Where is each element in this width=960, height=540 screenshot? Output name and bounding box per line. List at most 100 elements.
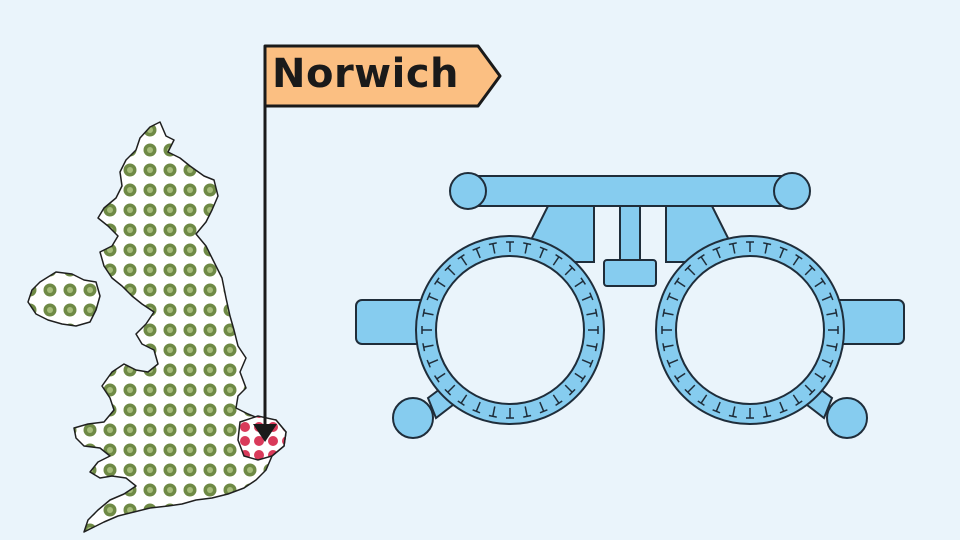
lens-tick-cap <box>422 308 426 317</box>
lens-tick-cap <box>763 414 772 418</box>
lens-tick-cap <box>728 242 737 246</box>
lens-tick <box>715 401 721 412</box>
pin-arrow-icon <box>253 424 277 442</box>
northern-ireland-shape <box>27 271 101 327</box>
lens-tick <box>436 280 446 288</box>
lens-tick <box>423 344 434 348</box>
lens-tick-cap <box>457 400 465 407</box>
lens-tick <box>764 243 768 254</box>
lens-tick <box>460 394 468 404</box>
top-bar <box>465 175 793 207</box>
lens-scale-ticks <box>421 241 839 419</box>
lens-tick <box>447 267 456 276</box>
lens-tick-cap <box>795 253 803 260</box>
right-lens-opening <box>675 255 825 405</box>
top-right-knob <box>773 172 811 210</box>
lens-tick-cap <box>555 400 563 407</box>
lens-tick <box>581 295 592 301</box>
lens-tick-cap <box>426 292 431 301</box>
lens-tick-cap <box>589 359 594 368</box>
lens-tick-cap <box>568 388 576 396</box>
trial-frame-glasses <box>355 172 905 439</box>
lens-tick-cap <box>684 388 692 396</box>
lens-tick-cap <box>555 253 563 260</box>
lens-tick-cap <box>444 264 452 272</box>
lens-tick-cap <box>539 409 548 414</box>
lens-tick <box>668 295 679 301</box>
lens-tick-cap <box>666 359 671 368</box>
lens-tick-cap <box>779 246 788 251</box>
lens-tick-cap <box>673 277 680 285</box>
lens-tick <box>668 359 679 365</box>
lens-tick-cap <box>539 246 548 251</box>
lens-tick-cap <box>589 292 594 301</box>
lens-tick-cap <box>523 242 532 246</box>
lens-tick <box>804 267 813 276</box>
lens-tick-cap <box>673 375 680 383</box>
lens-tick <box>428 295 439 301</box>
lens-tick-cap <box>488 242 497 246</box>
uk-map <box>27 121 287 533</box>
lens-tick <box>821 295 832 301</box>
lens-tick-cap <box>779 409 788 414</box>
lens-tick-cap <box>795 400 803 407</box>
lens-tick-cap <box>712 409 721 414</box>
lens-tick-cap <box>834 308 838 317</box>
lens-tick <box>475 248 481 259</box>
lens-tick <box>764 406 768 417</box>
lens-tick-cap <box>834 343 838 352</box>
lens-tick-cap <box>472 409 481 414</box>
lens-tick-cap <box>457 253 465 260</box>
lens-tick <box>460 256 468 266</box>
lens-tick <box>552 394 560 404</box>
lens-tick-cap <box>433 375 440 383</box>
lens-tick-cap <box>594 343 598 352</box>
lens-tick-cap <box>523 414 532 418</box>
norfolk-highlight <box>237 415 287 461</box>
lens-tick-cap <box>808 264 816 272</box>
lens-tick-cap <box>580 277 587 285</box>
lens-tick <box>814 372 824 380</box>
lens-tick <box>732 406 736 417</box>
lens-tick-cap <box>820 375 827 383</box>
lens-tick <box>779 248 785 259</box>
lens-tick <box>715 248 721 259</box>
top-left-knob <box>449 172 487 210</box>
lens-tick-cap <box>829 292 834 301</box>
lens-tick <box>700 394 708 404</box>
lens-tick-cap <box>728 414 737 418</box>
lens-tick <box>423 312 434 316</box>
lens-tick <box>492 406 496 417</box>
location-flag <box>263 44 502 108</box>
lens-tick <box>676 280 686 288</box>
lens-tick-cap <box>422 343 426 352</box>
lens-tick <box>574 280 584 288</box>
lens-tick <box>564 267 573 276</box>
lens-tick <box>524 243 528 254</box>
lens-tick <box>826 312 837 316</box>
lens-tick <box>552 256 560 266</box>
lens-tick-cap <box>594 308 598 317</box>
lens-tick <box>732 243 736 254</box>
lens-tick <box>475 401 481 412</box>
lens-tick <box>436 372 446 380</box>
lens-tick <box>581 359 592 365</box>
lens-tick <box>779 401 785 412</box>
left-lower-knob <box>392 397 434 439</box>
lens-tick <box>447 384 456 393</box>
lens-tick-cap <box>712 246 721 251</box>
lens-tick-cap <box>684 264 692 272</box>
lens-tick-cap <box>808 388 816 396</box>
lens-tick <box>586 312 597 316</box>
lens-tick-cap <box>662 308 666 317</box>
lens-tick <box>676 372 686 380</box>
lens-tick-cap <box>568 264 576 272</box>
lens-tick <box>821 359 832 365</box>
lens-tick <box>564 384 573 393</box>
lens-tick-cap <box>444 388 452 396</box>
lens-tick <box>539 248 545 259</box>
lens-tick-cap <box>426 359 431 368</box>
lens-tick-cap <box>666 292 671 301</box>
